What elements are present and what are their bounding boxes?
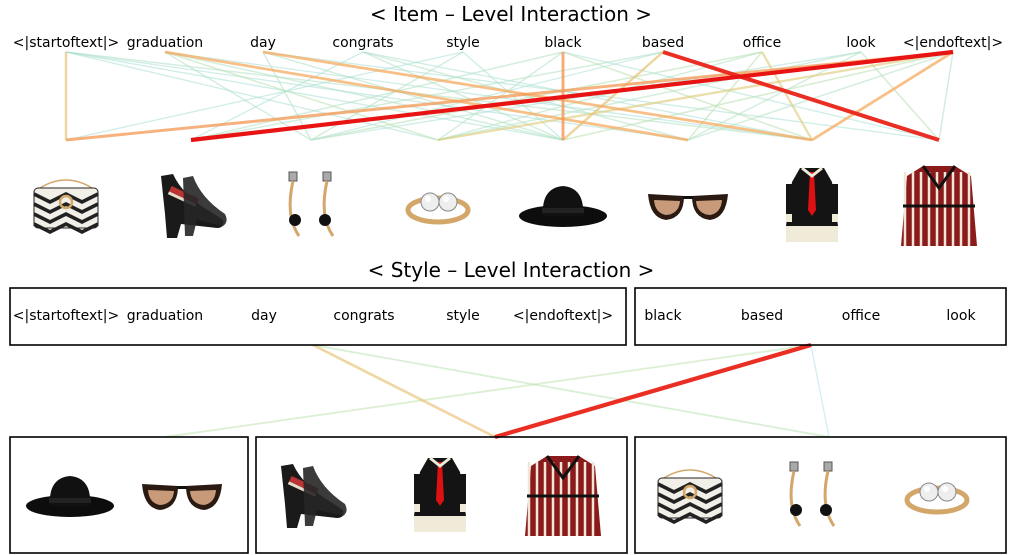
item-token-7: office [743, 35, 781, 51]
item-link [362, 51, 689, 141]
sunglasses-icon [142, 484, 222, 510]
style-token-1-2: office [842, 308, 880, 324]
style-token-1-3: look [946, 308, 976, 324]
item-token-6: based [642, 35, 684, 51]
item-level-title: < Item – Level Interaction > [370, 2, 652, 26]
item-link [65, 50, 954, 142]
style-token-0-5: <|endoftext|> [513, 308, 613, 324]
item-token-4: style [446, 35, 480, 51]
style-token-0-4: style [446, 308, 480, 324]
item-link [860, 51, 940, 141]
pumps-icon [161, 174, 227, 238]
item-level-items [33, 165, 977, 246]
pumps-icon [281, 464, 347, 528]
item-group-box-2 [255, 436, 628, 554]
style-token-0-0: <|startoftext|> [13, 308, 119, 324]
item-token-3: congrats [332, 35, 393, 51]
style-link [494, 342, 812, 440]
earrings-icon [288, 171, 335, 237]
item-link [562, 51, 940, 141]
item-level-tokens: <|startoftext|> graduation day congrats styl… [13, 35, 1003, 51]
text-group-box-2 [634, 287, 1007, 346]
item-link [687, 51, 954, 141]
ring-icon [904, 482, 970, 515]
item-link [190, 51, 564, 141]
style-level-title: < Style – Level Interaction > [368, 258, 655, 282]
item-link [164, 51, 439, 141]
item-token-8: look [846, 35, 876, 51]
item-link [310, 51, 464, 141]
sunglasses-icon [648, 194, 728, 220]
item-group-box-1 [9, 436, 249, 554]
item-link [562, 51, 664, 141]
handbag-icon [657, 469, 723, 524]
item-link [811, 50, 954, 142]
item-group-box-3 [634, 436, 1007, 554]
item-link [562, 51, 954, 141]
item-link [164, 51, 312, 141]
style-link [312, 343, 496, 439]
item-link [687, 51, 763, 141]
hat-icon [26, 476, 114, 517]
style-level-tokens: <|startoftext|> graduation day congrats styl… [13, 308, 977, 324]
item-link [164, 51, 564, 141]
item-token-5: black [544, 35, 582, 51]
dress-icon [414, 456, 466, 532]
hat-icon [519, 186, 607, 227]
handbag-icon [33, 179, 99, 234]
item-token-0: <|startoftext|> [13, 35, 119, 51]
style-link-layer [164, 342, 830, 440]
item-link [562, 51, 813, 141]
dress-icon [786, 166, 838, 242]
item-link [164, 50, 689, 142]
item-link [65, 51, 564, 141]
item-link [761, 51, 813, 141]
item-link [262, 51, 564, 141]
item-token-1: graduation [127, 35, 203, 51]
coat-icon [525, 455, 601, 536]
style-token-0-1: graduation [127, 308, 203, 324]
item-token-2: day [250, 35, 276, 51]
item-link [662, 50, 940, 142]
style-link [810, 344, 830, 438]
text-group-box-1 [9, 287, 627, 346]
earrings-icon [789, 461, 836, 527]
item-link-layer [64, 49, 954, 143]
item-link [65, 51, 439, 141]
style-token-1-1: based [741, 308, 783, 324]
item-link [190, 49, 954, 143]
style-token-0-2: day [251, 308, 277, 324]
style-token-1-0: black [644, 308, 682, 324]
style-level-items [26, 455, 970, 536]
item-link [938, 51, 954, 141]
item-link [437, 50, 954, 142]
coat-icon [901, 165, 977, 246]
style-token-0-3: congrats [333, 308, 394, 324]
item-token-9: <|endoftext|> [903, 35, 1003, 51]
style-link [164, 344, 812, 438]
style-link [312, 344, 830, 438]
ring-icon [405, 192, 471, 225]
item-link [262, 50, 813, 142]
